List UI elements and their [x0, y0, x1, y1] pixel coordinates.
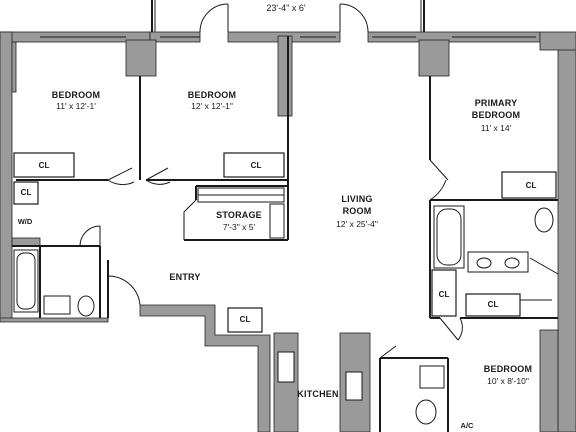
kitchen-sink — [345, 371, 363, 401]
closet-label-bedroom-2: CL — [250, 161, 262, 170]
tub-primary — [433, 205, 465, 269]
wall-left-notch — [11, 41, 17, 93]
wall-bottom-left — [0, 317, 109, 323]
interior-walls — [12, 36, 558, 432]
primary-bedroom-dimensions: 11' x 14' — [480, 123, 512, 133]
toilet-primary — [534, 207, 554, 233]
primary-bedroom-label-1: PRIMARY — [474, 98, 518, 108]
wall-right-top — [539, 31, 576, 51]
closet-primary-bath — [431, 269, 457, 317]
ac-label: A/C — [460, 421, 474, 430]
storage-label: STORAGE — [216, 210, 262, 220]
vanity-primary — [467, 251, 529, 273]
closet-label-primary-2: CL — [487, 300, 499, 309]
kitchen-range — [277, 351, 295, 383]
walls — [0, 31, 576, 432]
vanity-bath-1 — [43, 295, 71, 315]
door-bath-1 — [79, 225, 101, 247]
balcony-door-right — [339, 3, 369, 33]
closet-primary-2 — [465, 293, 521, 317]
storage-dimensions: 7'-3" x 5' — [222, 222, 256, 232]
doors — [79, 159, 463, 359]
living-room-label-2: ROOM — [342, 206, 372, 216]
closet-wd — [13, 181, 39, 205]
bedroom-1-label: BEDROOM — [51, 90, 101, 100]
wall-right-lower — [539, 329, 559, 432]
wall-left — [0, 31, 13, 321]
bedroom-3-label: BEDROOM — [483, 364, 533, 374]
door-bedroom-2 — [145, 167, 171, 185]
primary-bedroom-label-2: BEDROOM — [471, 110, 521, 120]
wall-bath-1 — [11, 237, 41, 247]
closet-label-primary: CL — [525, 181, 537, 190]
closet-label-primary-bath: CL — [438, 290, 450, 299]
door-storage — [183, 199, 197, 240]
closet-bedroom-2 — [223, 152, 285, 178]
fixtures — [13, 205, 559, 425]
toilet-bath-3 — [415, 399, 437, 425]
balcony — [151, 0, 425, 33]
balcony-dimensions: 23'-4" x 6' — [266, 3, 306, 13]
door-bedroom-1 — [107, 167, 135, 186]
tub-bath-1 — [13, 249, 39, 313]
wall-right — [557, 39, 576, 432]
closet-entry — [227, 307, 263, 333]
closet-label-bedroom-1: CL — [38, 161, 50, 170]
closet-primary — [501, 171, 557, 199]
entry-label: ENTRY — [169, 272, 201, 282]
door-primary — [429, 159, 449, 201]
wall-entry-step — [139, 304, 271, 432]
column-1 — [125, 39, 157, 77]
closets — [13, 152, 557, 333]
bedroom-2-label: BEDROOM — [187, 90, 237, 100]
living-room-label-1: LIVING — [341, 194, 373, 204]
balcony-door-left — [199, 3, 229, 33]
door-kitchen-bath — [379, 345, 397, 359]
washer-dryer-label: W/D — [17, 217, 33, 226]
door-entry — [107, 275, 141, 306]
closet-label-wd-area: CL — [20, 188, 32, 197]
closet-bedroom-1 — [13, 152, 75, 178]
kitchen-label: KITCHEN — [297, 389, 339, 399]
bedroom-3-dimensions: 10' x 8'-10" — [487, 376, 529, 386]
toilet-bath-1 — [77, 295, 95, 317]
bedroom-2-dimensions: 12' x 12'-1" — [191, 101, 233, 111]
door-bedroom-3 — [439, 317, 463, 341]
bedroom-1-dimensions: 11' x 12'-1' — [56, 101, 96, 111]
column-2 — [418, 39, 450, 77]
column-3 — [277, 35, 293, 117]
closet-label-entry: CL — [239, 315, 251, 324]
sink-bath-3 — [419, 365, 445, 389]
living-room-dimensions: 12' x 25'-4" — [336, 219, 378, 229]
storage-shelves — [197, 187, 285, 239]
